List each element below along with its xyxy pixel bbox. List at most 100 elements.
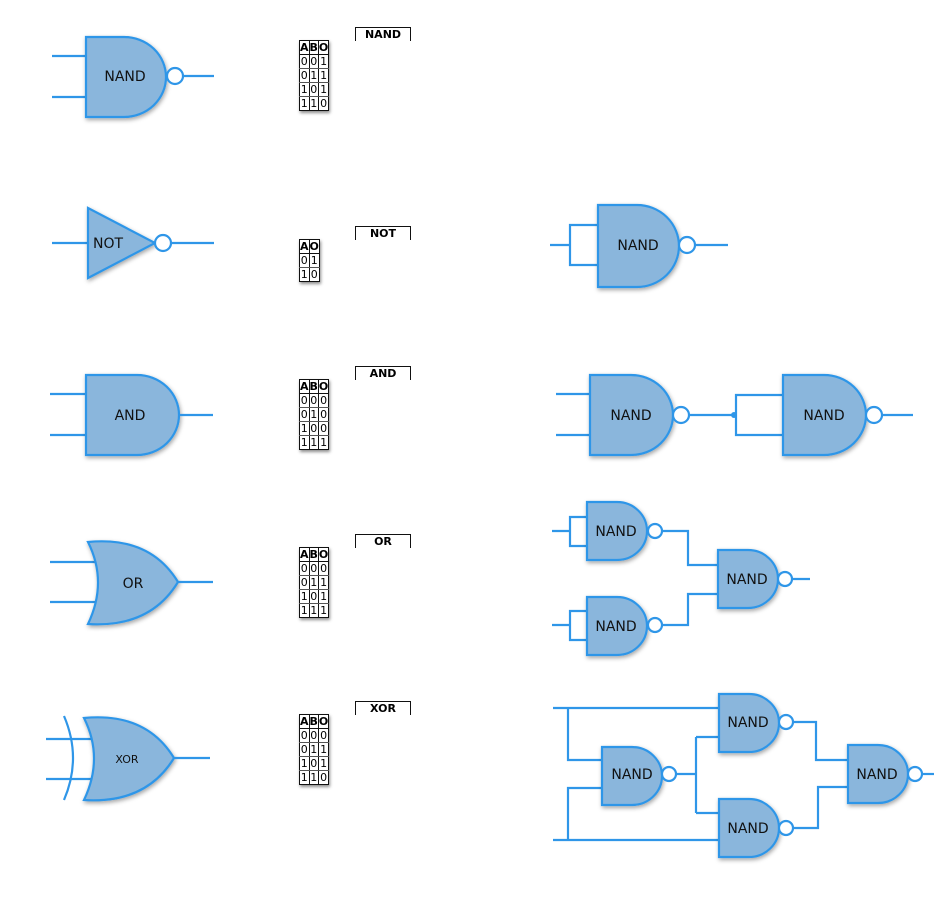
nand-label: NAND	[617, 238, 658, 254]
column-header: B	[308, 714, 319, 729]
table-cell: 0	[317, 407, 330, 422]
nand-label: NAND	[727, 821, 768, 837]
nand-label: NAND	[803, 408, 844, 424]
table-cell: 0	[308, 728, 319, 743]
nand-label: NAND	[856, 767, 897, 783]
table-cell: 0	[299, 575, 310, 590]
nand-label: NAND	[726, 572, 767, 588]
table-cell: 1	[299, 82, 310, 97]
table-cell: 0	[299, 68, 310, 83]
and-gate-symbol: AND	[50, 373, 213, 457]
column-header: A	[299, 714, 310, 729]
nand-gate-symbol: NAND	[52, 35, 214, 119]
column-header: A	[299, 547, 310, 562]
and-gate-label: AND	[115, 408, 146, 424]
table-cell: 1	[317, 82, 330, 97]
table-cell: 1	[308, 253, 320, 268]
xor-gate-symbol: XOR	[46, 715, 210, 802]
column-header: A	[299, 239, 310, 254]
table-cell: 1	[317, 435, 330, 450]
table-cell: 1	[299, 589, 310, 604]
not-from-nand-circuit: NAND	[550, 203, 728, 289]
column-header: B	[308, 40, 319, 55]
table-cell: 1	[299, 267, 310, 282]
table-cell: 0	[317, 421, 330, 436]
table-cell: 0	[308, 393, 319, 408]
table-cell: 0	[308, 54, 319, 69]
xor-from-nand-circuit: NAND NAND NAND NAND	[553, 692, 934, 859]
table-cell: 1	[299, 421, 310, 436]
table-cell: 1	[308, 742, 319, 757]
or-gate-symbol: OR	[50, 540, 213, 626]
truth-table-title: NAND	[355, 27, 411, 41]
truth-table-title: OR	[355, 534, 411, 548]
table-cell: 1	[308, 435, 319, 450]
table-cell: 1	[308, 68, 319, 83]
table-cell: 0	[299, 393, 310, 408]
table-cell: 0	[308, 589, 319, 604]
column-header: O	[317, 40, 330, 55]
xor-gate-label: XOR	[115, 753, 138, 766]
nand-gate-label: NAND	[104, 69, 145, 85]
table-cell: 1	[317, 575, 330, 590]
table-cell: 1	[317, 742, 330, 757]
table-cell: 1	[299, 756, 310, 771]
table-cell: 1	[299, 770, 310, 785]
nand-label: NAND	[727, 715, 768, 731]
truth-table-title: XOR	[355, 701, 411, 715]
table-cell: 0	[299, 253, 310, 268]
nand-label: NAND	[595, 524, 636, 540]
or-from-nand-circuit: NAND NAND NAND	[552, 500, 810, 657]
truth-table-title: AND	[355, 366, 411, 380]
column-header: A	[299, 40, 310, 55]
column-header: O	[317, 379, 330, 394]
table-cell: 1	[317, 603, 330, 618]
table-cell: 0	[299, 54, 310, 69]
table-cell: 1	[317, 68, 330, 83]
table-cell: 0	[308, 82, 319, 97]
table-cell: 0	[308, 267, 320, 282]
table-cell: 0	[308, 421, 319, 436]
table-cell: 1	[317, 589, 330, 604]
table-cell: 1	[299, 603, 310, 618]
table-cell: 0	[299, 561, 310, 576]
and-from-nand-circuit: NAND NAND	[556, 373, 913, 457]
nand-label: NAND	[611, 767, 652, 783]
table-cell: 1	[308, 96, 319, 111]
column-header: B	[308, 547, 319, 562]
table-cell: 0	[299, 742, 310, 757]
column-header: O	[308, 239, 320, 254]
table-cell: 0	[308, 756, 319, 771]
table-cell: 1	[299, 435, 310, 450]
table-cell: 1	[317, 756, 330, 771]
column-header: O	[317, 547, 330, 562]
or-gate-label: OR	[123, 576, 144, 592]
not-gate-symbol: NOT	[52, 206, 214, 280]
table-cell: 0	[299, 728, 310, 743]
nand-label: NAND	[595, 619, 636, 635]
table-cell: 1	[299, 96, 310, 111]
not-gate-label: NOT	[93, 236, 123, 252]
